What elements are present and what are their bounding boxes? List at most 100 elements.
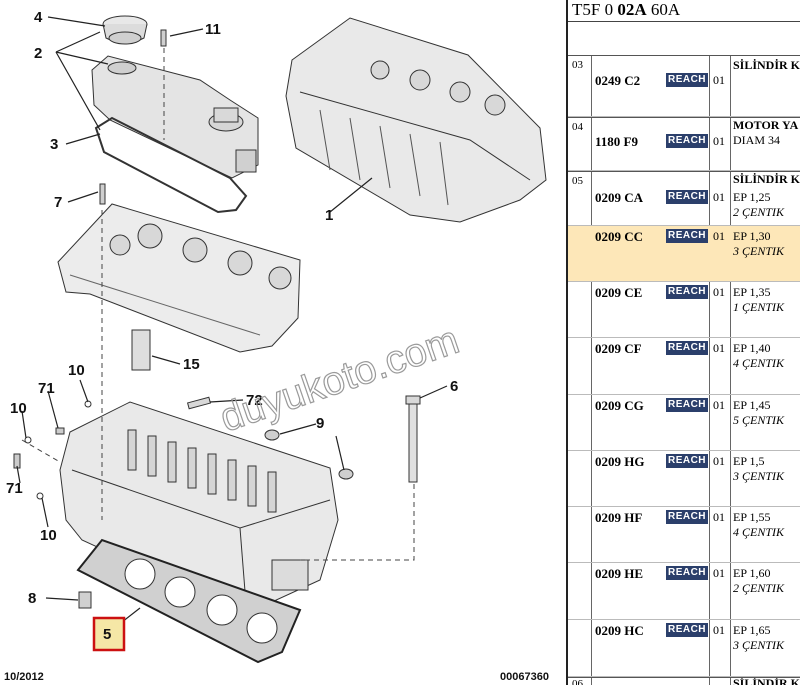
callout-15: 15	[183, 356, 200, 373]
callout-7: 7	[54, 194, 62, 211]
part-qty: 01	[713, 398, 725, 412]
part-row[interactable]: 0209 HE REACH 01 EP 1,60 2 ÇENTIK	[568, 563, 800, 620]
callout-10-a: 10	[68, 362, 85, 379]
part-notch: 4 ÇENTIK	[733, 356, 785, 370]
reach-badge: REACH	[666, 134, 708, 148]
dowel-sleeve-part	[131, 329, 151, 371]
reach-badge: REACH	[666, 341, 708, 355]
part-qty: 01	[713, 510, 725, 524]
part-desc: SİLİNDİR K	[733, 677, 800, 685]
part-sub: EP 1,35	[733, 285, 771, 299]
part-code[interactable]: 0209 CF	[595, 341, 642, 356]
reach-badge: REACH	[666, 190, 708, 204]
group-number: 06	[572, 678, 583, 685]
header-pre: T5F 0	[572, 0, 618, 19]
part-qty: 01	[713, 623, 725, 637]
reach-badge: REACH	[666, 229, 708, 243]
part-notch: 2 ÇENTIK	[733, 581, 785, 595]
reach-badge: REACH	[666, 623, 708, 637]
rocker-cover-gasket-part	[94, 116, 248, 214]
part-notch: 4 ÇENTIK	[733, 525, 785, 539]
part-qty: 01	[713, 285, 725, 299]
part-sub: EP 1,55	[733, 510, 771, 524]
exploded-parts-diagram: 4 2 3 7 11 1 15 10 71 10 71 10 72 6 9 8 …	[4, 9, 549, 683]
part-row[interactable]: 03 0249 C2 REACH 01 SİLİNDİR K	[568, 55, 800, 117]
panel-header: T5F 0 02A 60A	[568, 0, 800, 22]
diagram-date: 10/2012	[4, 671, 44, 683]
callout-5-box[interactable]	[92, 616, 126, 652]
part-sub: EP 1,5	[733, 454, 765, 468]
part-row[interactable]: 06 SİLİNDİR K	[568, 677, 800, 685]
part-row[interactable]: 0209 CG REACH 01 EP 1,45 5 ÇENTIK	[568, 395, 800, 451]
part-row[interactable]: 0209 HF REACH 01 EP 1,55 4 ÇENTIK	[568, 507, 800, 563]
callout-11: 11	[205, 21, 221, 38]
reach-badge: REACH	[666, 566, 708, 580]
part-code[interactable]: 0209 CC	[595, 229, 644, 244]
rocker-cover-part	[91, 55, 259, 179]
camshaft-carrier-part	[57, 203, 301, 353]
callout-4: 4	[34, 9, 43, 26]
part-notch: 5 ÇENTIK	[733, 413, 785, 427]
reach-badge: REACH	[666, 454, 708, 468]
callout-5: 5	[103, 626, 111, 643]
parts-list-panel: T5F 0 02A 60A 03 0249 C2 REACH 01 SİLİND…	[566, 0, 800, 685]
head-bolt-part	[405, 395, 421, 483]
part-code[interactable]: 0209 CA	[595, 190, 644, 205]
part-row[interactable]: 0209 HG REACH 01 EP 1,5 3 ÇENTIK	[568, 451, 800, 507]
part-notch: 1 ÇENTIK	[733, 300, 785, 314]
reach-badge: REACH	[666, 285, 708, 299]
part-sub: EP 1,45	[733, 398, 771, 412]
part-desc: SİLİNDİR K	[733, 172, 800, 186]
part-sub: EP 1,40	[733, 341, 771, 355]
part-qty: 01	[713, 73, 725, 87]
part-code[interactable]: 0209 HC	[595, 623, 644, 638]
callout-72: 72	[246, 392, 263, 409]
reach-badge: REACH	[666, 73, 708, 87]
group-number: 04	[572, 121, 583, 133]
part-desc: MOTOR YA	[733, 118, 799, 132]
part-code[interactable]: 0209 CE	[595, 285, 643, 300]
part-sub: EP 1,65	[733, 623, 771, 637]
assembled-cylinder-head-part	[285, 17, 547, 223]
part-qty: 01	[713, 229, 725, 243]
part-row-selected[interactable]: 0209 CC REACH 01 EP 1,30 3 ÇENTIK	[568, 226, 800, 282]
callout-9: 9	[316, 415, 324, 432]
callout-2: 2	[34, 45, 42, 62]
diagram-drawing: 4 2 3 7 11 1 15 10 71 10 71 10 72 6 9 8 …	[4, 9, 549, 683]
part-sub: EP 1,25	[733, 190, 771, 204]
oil-filler-cap-part	[102, 15, 148, 45]
callout-6: 6	[450, 378, 458, 395]
part-row[interactable]: 0209 HC REACH 01 EP 1,65 3 ÇENTIK	[568, 620, 800, 677]
part-row[interactable]: 0209 CE REACH 01 EP 1,35 1 ÇENTIK	[568, 282, 800, 338]
callout-71-b: 71	[6, 480, 23, 497]
callout-10-c: 10	[40, 527, 57, 544]
part-notch: 2 ÇENTIK	[733, 205, 785, 219]
part-qty: 01	[713, 341, 725, 355]
part-code[interactable]: 0209 HG	[595, 454, 645, 469]
part-notch: 3 ÇENTIK	[733, 244, 785, 258]
part-row[interactable]: 04 1180 F9 REACH 01 MOTOR YA DIAM 34	[568, 117, 800, 171]
callout-10-b: 10	[10, 400, 27, 417]
header-post: 60A	[646, 0, 681, 19]
part-notch: 3 ÇENTIK	[733, 469, 785, 483]
reach-badge: REACH	[666, 398, 708, 412]
part-sub: EP 1,30	[733, 229, 771, 243]
callout-71-a: 71	[38, 380, 55, 397]
part-code[interactable]: 1180 F9	[595, 134, 638, 149]
part-row[interactable]: 0209 CF REACH 01 EP 1,40 4 ÇENTIK	[568, 338, 800, 395]
part-code[interactable]: 0209 HE	[595, 566, 644, 581]
part-code[interactable]: 0209 HF	[595, 510, 643, 525]
part-sub: EP 1,60	[733, 566, 771, 580]
part-sub: DIAM 34	[733, 133, 780, 147]
part-qty: 01	[713, 566, 725, 580]
part-code[interactable]: 0209 CG	[595, 398, 644, 413]
group-number: 05	[572, 175, 583, 187]
part-row[interactable]: 05 0209 CA REACH 01 SİLİNDİR K EP 1,25 2…	[568, 171, 800, 226]
part-qty: 01	[713, 190, 725, 204]
part-code[interactable]: 0249 C2	[595, 73, 641, 88]
head-gasket-part	[76, 538, 302, 664]
part-qty: 01	[713, 134, 725, 148]
part-notch: 3 ÇENTIK	[733, 638, 785, 652]
callout-8: 8	[28, 590, 36, 607]
callout-3: 3	[50, 136, 58, 153]
